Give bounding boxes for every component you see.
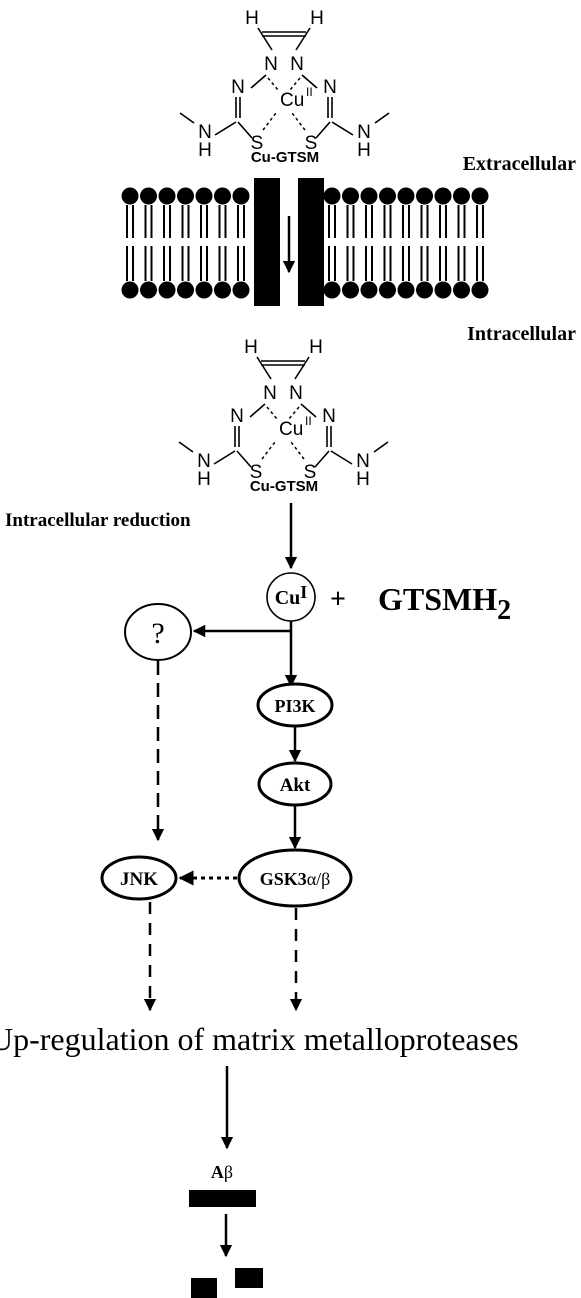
- metal-center: Cu: [280, 90, 304, 111]
- akt-label: Akt: [280, 775, 311, 796]
- lipid-head: [140, 187, 157, 205]
- pi3k-label: PI3K: [274, 696, 315, 716]
- lipid-head: [471, 187, 489, 205]
- lipid-head: [214, 187, 231, 205]
- atom-nh-right-h: H: [356, 469, 370, 490]
- atom-s-left: S: [250, 462, 263, 483]
- lipid-head: [195, 281, 213, 299]
- unknown-label: ?: [151, 617, 164, 650]
- mmp-upregulation-label: Up-regulation of matrix metalloproteases: [0, 1021, 519, 1057]
- atom-nh-right-n: N: [356, 451, 370, 472]
- atom-h-right: H: [310, 8, 324, 29]
- molecule-label-top: Cu-GTSM: [251, 149, 319, 166]
- atom-n-top-right: N: [289, 383, 303, 404]
- atom-n-top-right: N: [290, 54, 304, 75]
- cu-gtsm-molecule-top: H H N N N N Cu II S S N H N H Cu-GTSM: [179, 8, 390, 166]
- gsk3-node: [237, 848, 353, 908]
- jnk-node: [100, 855, 178, 901]
- lipid-head: [397, 187, 415, 205]
- atom-s-left: S: [251, 133, 264, 154]
- metal-center: Cu: [279, 419, 303, 440]
- lipid-head: [158, 187, 176, 205]
- atom-n-mid-right: N: [322, 406, 336, 427]
- channel-wall-right: [298, 178, 324, 306]
- atom-nh-right-h: H: [357, 140, 371, 161]
- akt-node: [257, 761, 333, 807]
- molecule-label-bottom: Cu-GTSM: [250, 478, 318, 495]
- lipid-head: [121, 281, 139, 299]
- atom-n-top-left: N: [263, 383, 277, 404]
- metal-oxidation-state: II: [305, 414, 312, 428]
- atom-nh-left-n: N: [197, 451, 211, 472]
- atom-n-mid-right: N: [323, 77, 337, 98]
- lipid-head: [416, 281, 433, 299]
- lipid-head: [434, 187, 452, 205]
- lipid-head: [214, 281, 231, 299]
- lipid-head: [397, 281, 415, 299]
- lipid-head: [360, 187, 378, 205]
- atom-s-right: S: [304, 462, 317, 483]
- atom-nh-left-h: H: [197, 469, 211, 490]
- cu-gtsm-molecule-bottom: H H N N N N Cu II S S N H N H Cu-GTSM: [178, 337, 389, 495]
- lipid-head: [323, 281, 341, 299]
- atom-h-right: H: [309, 337, 323, 358]
- lipid-head: [195, 187, 213, 205]
- lipid-head: [434, 281, 452, 299]
- lipid-head: [158, 281, 176, 299]
- label-intracellular-reduction: Intracellular reduction: [5, 510, 191, 531]
- gsk3-label: GSK3α/β: [260, 869, 331, 889]
- cell-membrane: [121, 178, 489, 306]
- atom-n-mid-left: N: [230, 406, 244, 427]
- label-intracellular: Intracellular: [467, 323, 576, 345]
- unknown-node: [124, 603, 192, 661]
- atom-s-right: S: [305, 133, 318, 154]
- lipid-head: [379, 187, 396, 205]
- atom-nh-left-n: N: [198, 122, 212, 143]
- lipid-head: [177, 281, 194, 299]
- ligand-gtsmh2: GTSMH2: [378, 581, 511, 626]
- cu1-node: CuI: [275, 582, 308, 609]
- metal-oxidation-state: II: [306, 85, 313, 99]
- lipid-head: [453, 187, 470, 205]
- atom-n-mid-left: N: [231, 77, 245, 98]
- jnk-label: JNK: [120, 869, 158, 890]
- atom-h-left: H: [244, 337, 258, 358]
- atom-nh-left-h: H: [198, 140, 212, 161]
- lipid-head: [177, 187, 194, 205]
- lipid-head: [232, 187, 250, 205]
- lipid-head: [453, 281, 470, 299]
- lipid-head: [342, 281, 359, 299]
- abeta-label: Aβ: [211, 1162, 233, 1182]
- lipid-head: [140, 281, 157, 299]
- lipid-head: [416, 187, 433, 205]
- lipid-head: [360, 281, 378, 299]
- atom-h-left: H: [245, 8, 259, 29]
- abeta-peptide-bar: [189, 1190, 256, 1207]
- abeta-fragment-right: [235, 1268, 263, 1288]
- abeta-fragment-left: [191, 1278, 217, 1298]
- atom-n-top-left: N: [264, 54, 278, 75]
- atom-nh-right-n: N: [357, 122, 371, 143]
- lipid-head: [471, 281, 489, 299]
- lipid-head: [121, 187, 139, 205]
- lipid-head: [323, 187, 341, 205]
- channel-wall-left: [254, 178, 280, 306]
- pi3k-node: [256, 682, 334, 728]
- lipid-head: [342, 187, 359, 205]
- plus-sign: +: [330, 584, 346, 615]
- label-extracellular: Extracellular: [463, 153, 576, 175]
- lipid-head: [232, 281, 250, 299]
- lipid-head: [379, 281, 396, 299]
